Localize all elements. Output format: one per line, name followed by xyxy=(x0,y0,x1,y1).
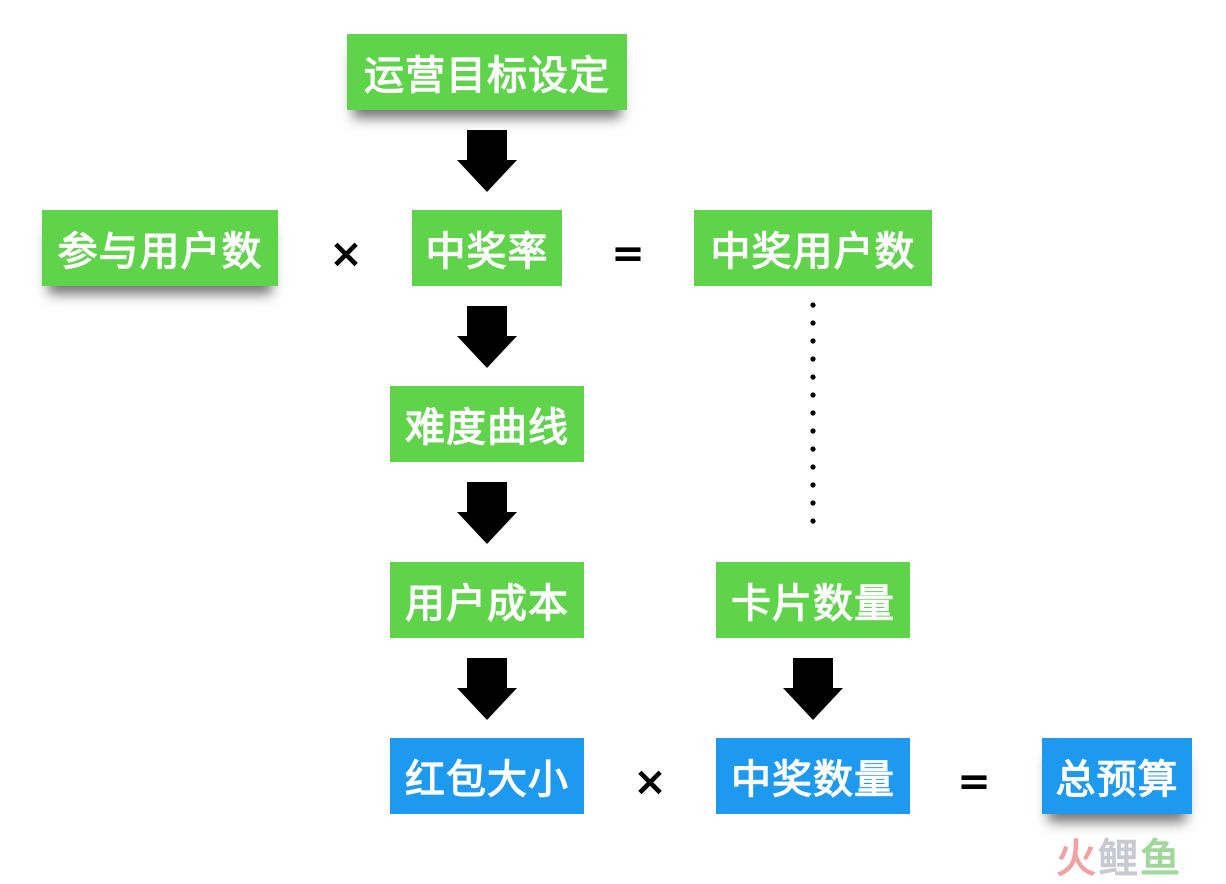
node-user-cost-label: 用户成本 xyxy=(405,581,569,627)
node-difficulty-label: 难度曲线 xyxy=(405,405,569,451)
node-difficulty: 难度曲线 xyxy=(390,386,584,462)
node-user-cost: 用户成本 xyxy=(390,562,584,638)
multiply-symbol: × xyxy=(329,231,363,277)
node-prize-count: 中奖数量 xyxy=(716,738,910,814)
node-card-count: 卡片数量 xyxy=(716,562,910,638)
node-win-rate: 中奖率 xyxy=(412,210,562,286)
equals-symbol: = xyxy=(611,231,645,277)
equals-operator: = xyxy=(608,231,648,277)
watermark-char-2: 鲤 xyxy=(1098,836,1140,882)
node-participants-label: 参与用户数 xyxy=(57,229,263,275)
arrow-down-icon xyxy=(457,130,517,192)
multiply-symbol: × xyxy=(633,759,667,805)
node-budget: 总预算 xyxy=(1042,738,1192,814)
node-card-count-label: 卡片数量 xyxy=(731,581,895,627)
node-winners: 中奖用户数 xyxy=(694,210,932,286)
watermark-logo: 火鲤鱼 xyxy=(1056,826,1182,884)
multiply-operator: × xyxy=(326,231,366,277)
equals-symbol: = xyxy=(957,759,991,805)
node-prize-count-label: 中奖数量 xyxy=(731,757,895,803)
node-red-packet: 红包大小 xyxy=(390,738,584,814)
node-goal-label: 运营目标设定 xyxy=(364,53,610,99)
watermark-char-1: 火 xyxy=(1056,836,1098,882)
dotted-connector xyxy=(810,302,816,524)
arrow-down-icon xyxy=(457,658,517,720)
equals-operator: = xyxy=(954,759,994,805)
node-participants: 参与用户数 xyxy=(42,210,278,286)
node-budget-label: 总预算 xyxy=(1055,757,1179,803)
arrow-down-icon xyxy=(457,306,517,368)
arrow-down-icon xyxy=(783,658,843,720)
multiply-operator: × xyxy=(630,759,670,805)
node-red-packet-label: 红包大小 xyxy=(405,757,569,803)
node-win-rate-label: 中奖率 xyxy=(425,229,549,275)
arrow-down-icon xyxy=(457,482,517,544)
node-goal: 运营目标设定 xyxy=(347,34,627,110)
watermark-char-3: 鱼 xyxy=(1140,836,1182,882)
node-winners-label: 中奖用户数 xyxy=(710,229,916,275)
